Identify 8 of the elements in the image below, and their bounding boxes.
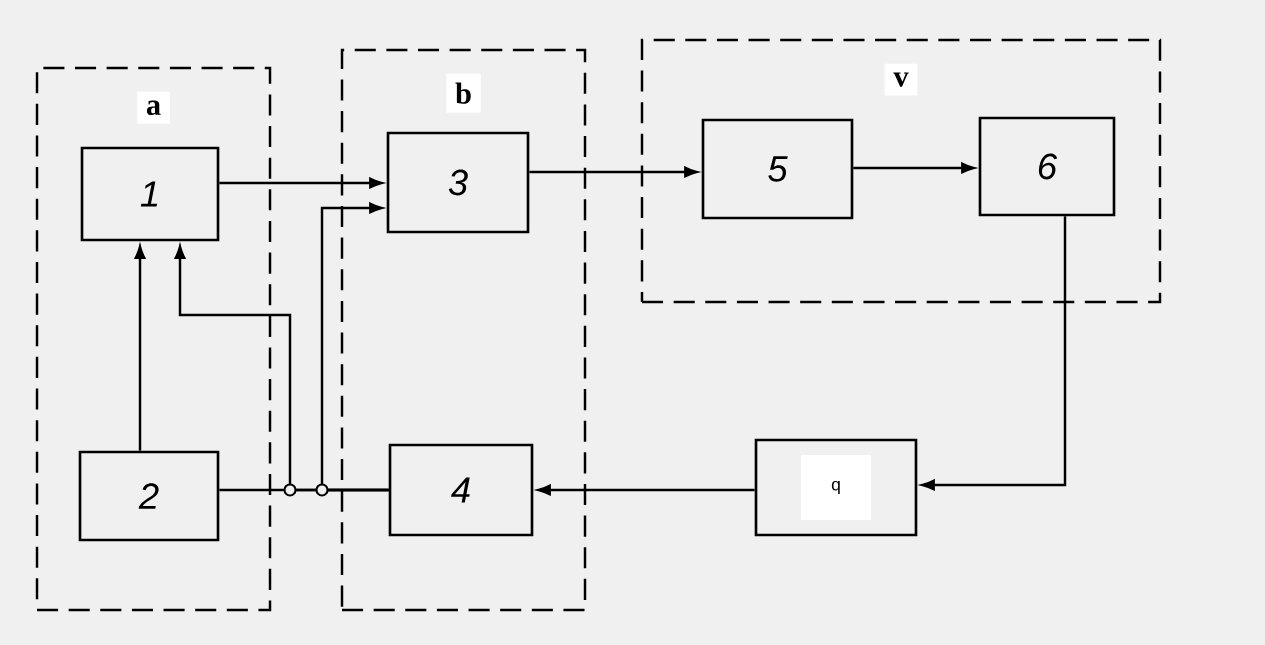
block-box: 6	[978, 116, 1116, 217]
block-box: 5	[701, 118, 854, 220]
block-box: q	[754, 438, 918, 537]
block-box: 3	[386, 131, 530, 234]
block-box: 1	[80, 146, 220, 242]
block-box: 4	[388, 443, 534, 537]
block-box: 2	[78, 450, 220, 542]
connector-arrow	[320, 202, 389, 492]
